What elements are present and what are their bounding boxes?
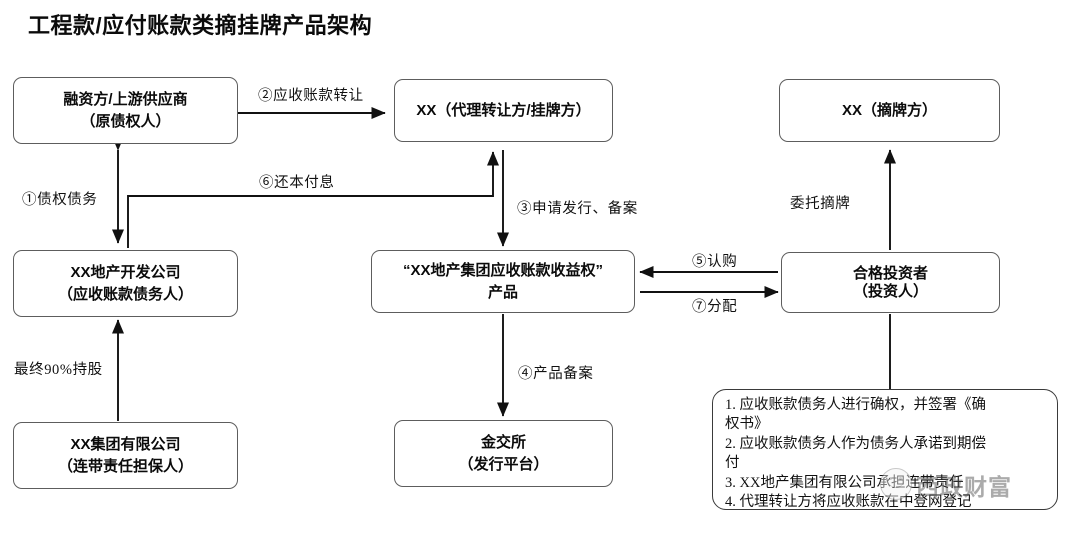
node-exchange-line2: （发行平台） bbox=[458, 455, 549, 473]
notes-line-1: 1. 应收账款债务人进行确权，并签署《确 bbox=[725, 397, 986, 413]
edge-label-entrust: 委托摘牌 bbox=[790, 196, 851, 212]
node-product-line2: 产品 bbox=[487, 283, 518, 301]
edge-label-6: ⑥还本付息 bbox=[259, 175, 335, 191]
edge-label-3: ③申请发行、备案 bbox=[517, 201, 638, 217]
node-product[interactable]: “XX地产集团应收账款收益权” 产品 bbox=[371, 250, 635, 313]
node-developer[interactable]: XX地产开发公司 （应收账款债务人） bbox=[13, 250, 238, 317]
notes-line-5: 3. XX地产集团有限公司承担连带责任 bbox=[725, 474, 964, 491]
node-group[interactable]: XX集团有限公司 （连带责任担保人） bbox=[13, 422, 238, 489]
node-exchange-line1: 金交所 bbox=[480, 433, 526, 451]
edge-label-7: ⑦分配 bbox=[692, 299, 738, 315]
page-title: 工程款/应付账款类摘挂牌产品架构 bbox=[28, 13, 373, 38]
node-developer-line2: （应收账款债务人） bbox=[57, 285, 193, 303]
node-group-line1: XX集团有限公司 bbox=[70, 435, 181, 453]
node-financier-line2: （原债权人） bbox=[80, 112, 171, 130]
node-investor-line1: 合格投资者 bbox=[852, 264, 928, 282]
edge-6-line bbox=[127, 151, 500, 248]
node-financier-line1: 融资方/上游供应商 bbox=[63, 90, 188, 108]
edge-label-1: ①债权债务 bbox=[22, 192, 98, 208]
node-investor-line2: （投资人） bbox=[852, 282, 928, 300]
notes-line-4: 付 bbox=[725, 455, 740, 472]
edge-label-2: ②应收账款转让 bbox=[258, 88, 364, 104]
node-agent-line1: XX（代理转让方/挂牌方） bbox=[416, 101, 591, 119]
edge-label-4: ④产品备案 bbox=[518, 366, 594, 382]
notes-box: 1. 应收账款债务人进行确权，并签署《确 权书》 2. 应收账款债务人作为债务人… bbox=[712, 389, 1058, 510]
node-bidder-line1: XX（摘牌方） bbox=[841, 101, 937, 119]
node-exchange[interactable]: 金交所 （发行平台） bbox=[394, 420, 613, 487]
node-developer-line1: XX地产开发公司 bbox=[70, 263, 181, 281]
notes-line-6: 4. 代理转让方将应收账款在中登网登记 bbox=[725, 494, 972, 511]
node-group-line2: （连带责任担保人） bbox=[57, 457, 193, 475]
node-financier[interactable]: 融资方/上游供应商 （原债权人） bbox=[13, 77, 238, 144]
edge-label-holding: 最终90%持股 bbox=[14, 362, 103, 378]
edge-label-5: ⑤认购 bbox=[692, 254, 738, 270]
node-agent[interactable]: XX（代理转让方/挂牌方） bbox=[394, 79, 613, 142]
notes-line-2: 权书》 bbox=[725, 416, 769, 433]
node-bidder[interactable]: XX（摘牌方） bbox=[779, 79, 1000, 142]
notes-line-3: 2. 应收账款债务人作为债务人承诺到期偿 bbox=[725, 435, 986, 452]
node-investor[interactable]: 合格投资者 （投资人） bbox=[781, 252, 1000, 313]
node-product-line1: “XX地产集团应收账款收益权” bbox=[402, 261, 603, 279]
